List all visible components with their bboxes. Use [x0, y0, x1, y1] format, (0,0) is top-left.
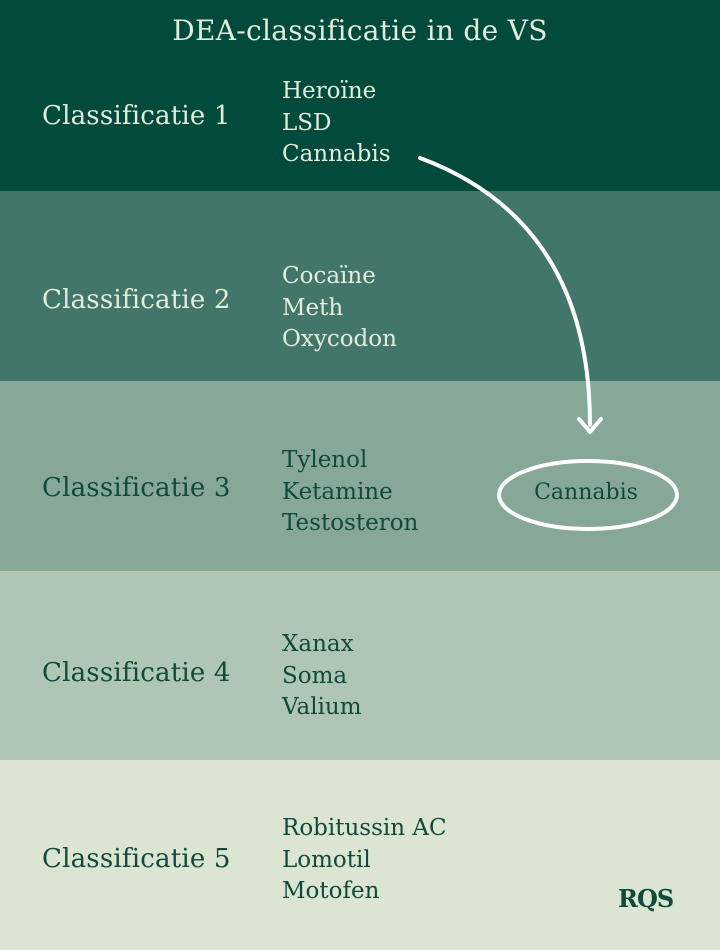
band-2-drug: Oxycodon [282, 326, 397, 352]
band-2-drug: Meth [282, 294, 344, 321]
band-3-drug: Testosteron [282, 510, 419, 536]
band-5-drug: Motofen [282, 878, 380, 904]
band-4-drug: Soma [282, 662, 348, 689]
band-3-drug: Tylenol [282, 447, 368, 473]
band-1-drug: Heroïne [282, 78, 377, 104]
band-2-label: Classificatie 2 [42, 285, 231, 315]
band-1-drug: Cannabis [282, 141, 391, 167]
band-2-drug-list: Cocaïne Meth Oxycodon [282, 261, 397, 356]
band-1-drug-list: Heroïne LSD Cannabis [282, 76, 391, 171]
band-4-drug-list: Xanax Soma Valium [282, 629, 362, 724]
band-5-drug: Robitussin AC [282, 815, 447, 841]
band-3-drug-list: Tylenol Ketamine Testosteron [282, 445, 418, 540]
band-classification-5: Classificatie 5 Robitussin AC Lomotil Mo… [0, 760, 720, 950]
band-3-label: Classificatie 3 [42, 473, 231, 503]
band-classification-1: Classificatie 1 Heroïne LSD Cannabis [0, 0, 720, 191]
band-3-drug: Ketamine [282, 478, 393, 505]
band-4-drug: Valium [282, 694, 362, 720]
band-classification-3: Classificatie 3 Tylenol Ketamine Testost… [0, 381, 720, 571]
band-4-label: Classificatie 4 [42, 658, 231, 688]
band-5-label: Classificatie 5 [42, 844, 231, 874]
band-classification-4: Classificatie 4 Xanax Soma Valium [0, 571, 720, 760]
band-classification-2: Classificatie 2 Cocaïne Meth Oxycodon [0, 191, 720, 381]
band-2-drug: Cocaïne [282, 263, 376, 289]
band-4-drug: Xanax [282, 631, 354, 657]
band-5-drug: Lomotil [282, 846, 371, 873]
diagram-title: DEA-classificatie in de VS [172, 14, 548, 47]
band-5-drug-list: Robitussin AC Lomotil Motofen [282, 813, 447, 908]
band-1-drug: LSD [282, 109, 332, 136]
band-1-label: Classificatie 1 [42, 101, 231, 131]
rqs-logo: RQS [618, 884, 674, 913]
callout-cannabis-label: Cannabis [534, 480, 638, 505]
